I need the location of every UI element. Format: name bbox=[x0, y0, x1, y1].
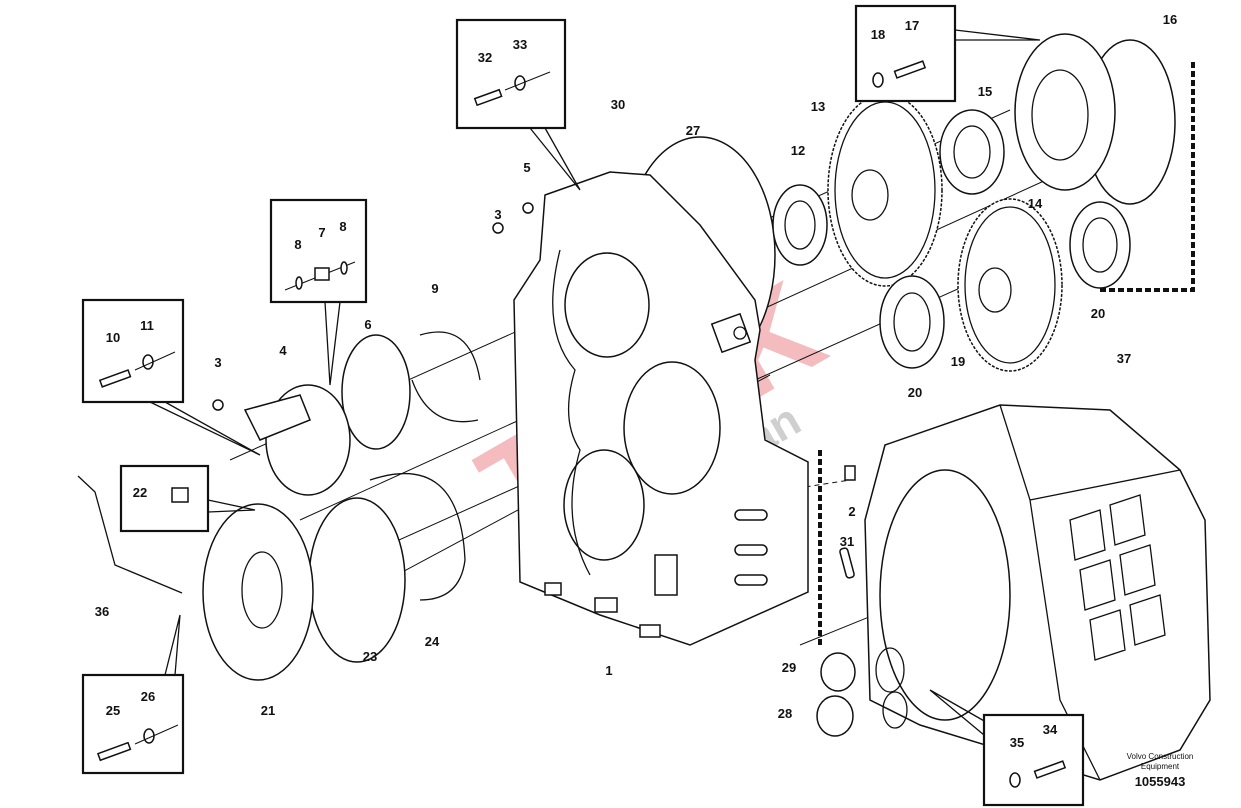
callout-label: 12 bbox=[791, 143, 805, 158]
callout-label: 37 bbox=[1117, 351, 1131, 366]
part-28-oring bbox=[816, 695, 854, 737]
part-36-pipe bbox=[77, 475, 183, 594]
part-1-housing bbox=[513, 171, 809, 646]
callout-label: 1 bbox=[605, 663, 612, 678]
manufacturer-line-2: Equipment bbox=[1140, 762, 1180, 771]
detail-box-25-26 bbox=[81, 614, 185, 775]
bracket-right bbox=[1100, 62, 1195, 292]
part-23-oring bbox=[308, 497, 406, 663]
part-4-cover bbox=[243, 384, 351, 496]
callout-label: 22 bbox=[133, 485, 147, 500]
callout-label: 32 bbox=[478, 50, 492, 65]
callout-label: 3 bbox=[494, 207, 501, 222]
part-24-shim bbox=[369, 472, 466, 601]
callout-label: 9 bbox=[431, 281, 438, 296]
detail-box-7-8 bbox=[269, 198, 368, 386]
callout-label: 6 bbox=[364, 317, 371, 332]
callout-label: 3 bbox=[214, 355, 221, 370]
callout-label: 31 bbox=[840, 534, 854, 549]
callout-label: 34 bbox=[1043, 722, 1058, 737]
callout-label: 28 bbox=[778, 706, 792, 721]
callout-label: 33 bbox=[513, 37, 527, 52]
callout-label: 20 bbox=[1091, 306, 1105, 321]
callout-label: 20 bbox=[908, 385, 922, 400]
callout-label: 4 bbox=[279, 343, 287, 358]
callout-label: 18 bbox=[871, 27, 885, 42]
callout-label: 36 bbox=[95, 604, 109, 619]
callout-label: 25 bbox=[106, 703, 120, 718]
callout-label: 8 bbox=[294, 237, 301, 252]
callout-label: 24 bbox=[425, 634, 440, 649]
detail-box-34-35 bbox=[929, 689, 1085, 807]
callout-label: 23 bbox=[363, 649, 377, 664]
part-21-flange bbox=[202, 503, 314, 681]
detail-box-17-18 bbox=[854, 4, 1041, 103]
callout-label: 17 bbox=[905, 18, 919, 33]
detail-box-32-33 bbox=[455, 18, 581, 191]
callout-label: 2 bbox=[848, 504, 855, 519]
callout-label: 10 bbox=[106, 330, 120, 345]
callout-label: 26 bbox=[141, 689, 155, 704]
callout-label: 27 bbox=[686, 123, 700, 138]
part-5-screw bbox=[522, 202, 534, 214]
part-31-pin bbox=[839, 547, 855, 579]
part-37-case bbox=[864, 404, 1211, 781]
part-6-oring bbox=[341, 334, 411, 450]
callout-label: 13 bbox=[811, 99, 825, 114]
title-block: Volvo Construction Equipment 1055943 bbox=[1110, 752, 1210, 789]
bearings bbox=[772, 109, 1131, 369]
part-15-16-cover bbox=[1014, 33, 1176, 205]
part-3-screw bbox=[492, 222, 504, 234]
callout-label: 8 bbox=[339, 219, 346, 234]
detail-box-22 bbox=[119, 464, 256, 533]
callout-label: 21 bbox=[261, 703, 275, 718]
detail-box-10-11 bbox=[81, 298, 261, 456]
callout-label: 30 bbox=[611, 97, 625, 112]
drawing-number: 1055943 bbox=[1134, 774, 1186, 789]
callout-label: 19 bbox=[951, 354, 965, 369]
part-29-oring bbox=[820, 652, 856, 692]
part-9-clip bbox=[411, 331, 481, 423]
callout-label: 14 bbox=[1028, 196, 1043, 211]
callout-label: 5 bbox=[523, 160, 530, 175]
part-19-gear bbox=[957, 198, 1063, 372]
callout-label: 11 bbox=[140, 318, 154, 333]
callout-label: 35 bbox=[1010, 735, 1024, 750]
callout-label: 16 bbox=[1163, 12, 1177, 27]
callout-label: 15 bbox=[978, 84, 992, 99]
part-3-screw bbox=[212, 399, 224, 411]
part-13-gear bbox=[827, 93, 943, 287]
part-2-plug bbox=[844, 465, 856, 481]
callout-label: 29 bbox=[782, 660, 796, 675]
manufacturer-line-1: Volvo Construction bbox=[1126, 752, 1194, 761]
callout-label: 7 bbox=[318, 225, 325, 240]
